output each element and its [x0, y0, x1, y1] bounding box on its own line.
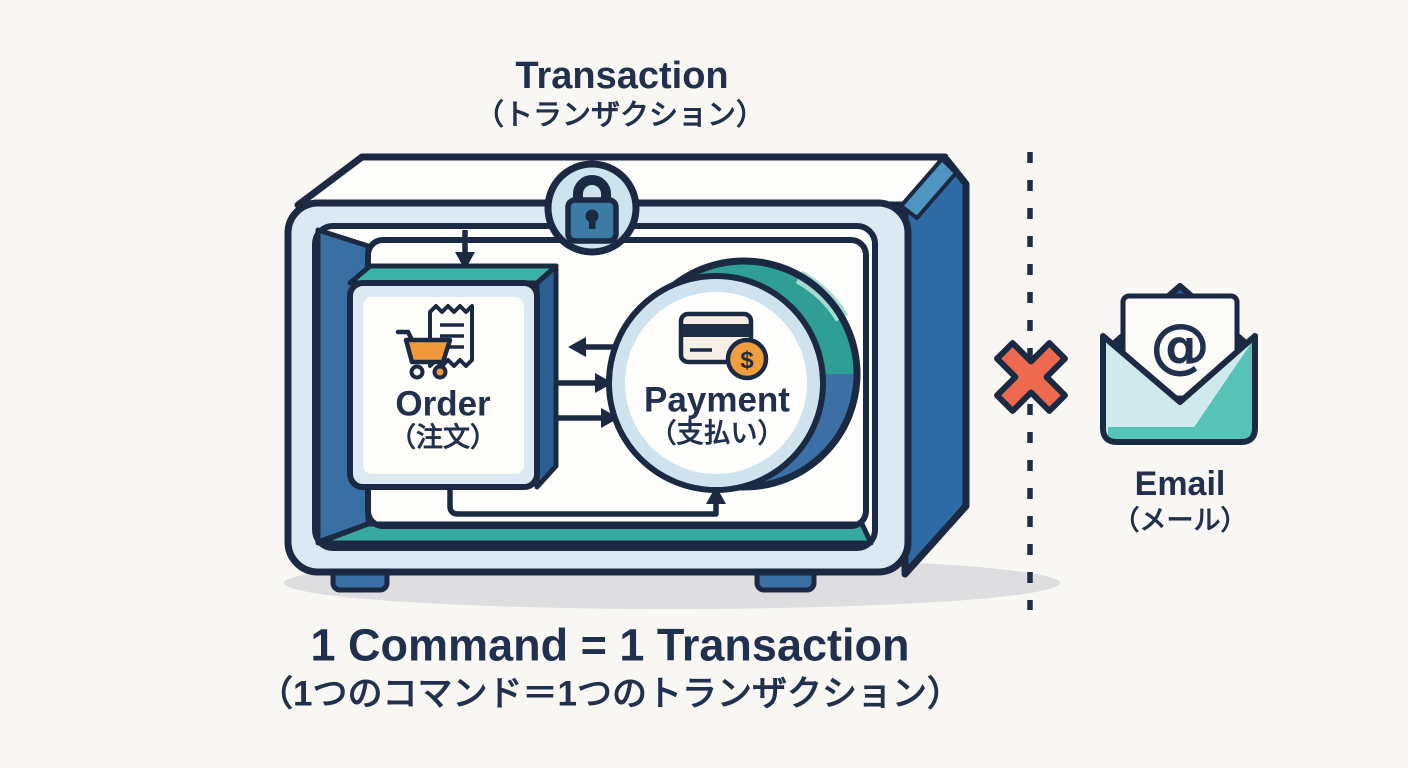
order-label-ja: （注文） — [389, 422, 497, 453]
email-label-en: Email — [1134, 465, 1226, 503]
at-symbol: @ — [1150, 311, 1210, 381]
order-card — [347, 263, 559, 490]
order-card-panel — [363, 297, 524, 474]
arrow-order-to-payment-1 — [558, 373, 613, 393]
safe-right-bevel — [899, 157, 958, 220]
payment-label-en: Payment — [644, 380, 790, 420]
arrow-order-to-payment-2 — [558, 408, 619, 428]
cross-icon — [994, 340, 1068, 414]
payment-label-ja: （支払い） — [649, 418, 785, 449]
title-en: Transaction — [515, 55, 729, 97]
payment-face — [625, 292, 807, 474]
arrow-into-transaction — [455, 230, 475, 270]
arrow-loop-order-payment — [447, 486, 726, 517]
title-ja: （トランザクション） — [474, 99, 766, 132]
caption-en: 1 Command = 1 Transaction — [310, 619, 910, 671]
order-label-en: Order — [395, 384, 491, 424]
arrow-payment-to-order — [568, 337, 616, 357]
lock-icon — [544, 160, 640, 256]
email-envelope-icon: @ — [1100, 283, 1258, 445]
safe-right-face — [901, 156, 970, 578]
payment-disc: $ — [606, 257, 861, 493]
flow-arrows — [447, 230, 726, 517]
caption-ja: （1つのコマンド＝1つのトランザクション） — [258, 674, 962, 714]
email-label-ja: （メール） — [1112, 505, 1248, 536]
dollar-symbol: $ — [740, 347, 754, 374]
cart-receipt-icon — [395, 304, 474, 380]
dollar-coin-icon: $ — [725, 337, 769, 381]
